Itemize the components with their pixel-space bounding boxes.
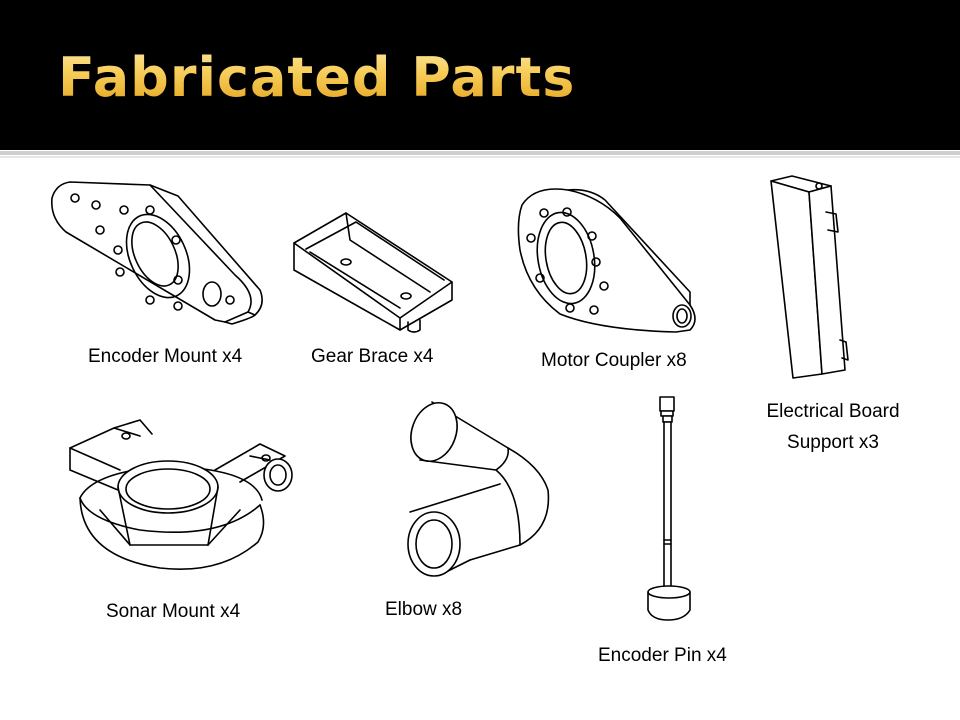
sonar-mount-drawing (69, 419, 293, 571)
encoder-pin-label: Encoder Pin x4 (598, 645, 727, 666)
motor-coupler-label: Motor Coupler x8 (541, 350, 687, 371)
slide-title: Fabricated Parts (58, 46, 576, 109)
gear-brace-drawing (293, 212, 453, 333)
electrical-board-support-drawing (770, 175, 849, 379)
encoder-mount-drawing (50, 181, 263, 325)
encoder-pin-drawing (647, 396, 691, 621)
electrical-board-label-line1: Electrical Board (766, 401, 900, 422)
electrical-board-label-line2: Support x3 (787, 432, 879, 453)
title-bar: Fabricated Parts (0, 0, 960, 150)
motor-coupler-drawing (517, 188, 696, 333)
elbow-label: Elbow x8 (385, 599, 463, 620)
elbow-drawing (407, 401, 550, 577)
gear-brace-label: Gear Brace x4 (311, 346, 434, 367)
header-rule-thin (0, 156, 960, 158)
header-rule (0, 151, 960, 155)
sonar-mount-label: Sonar Mount x4 (106, 601, 241, 622)
encoder-mount-label: Encoder Mount x4 (88, 346, 243, 367)
